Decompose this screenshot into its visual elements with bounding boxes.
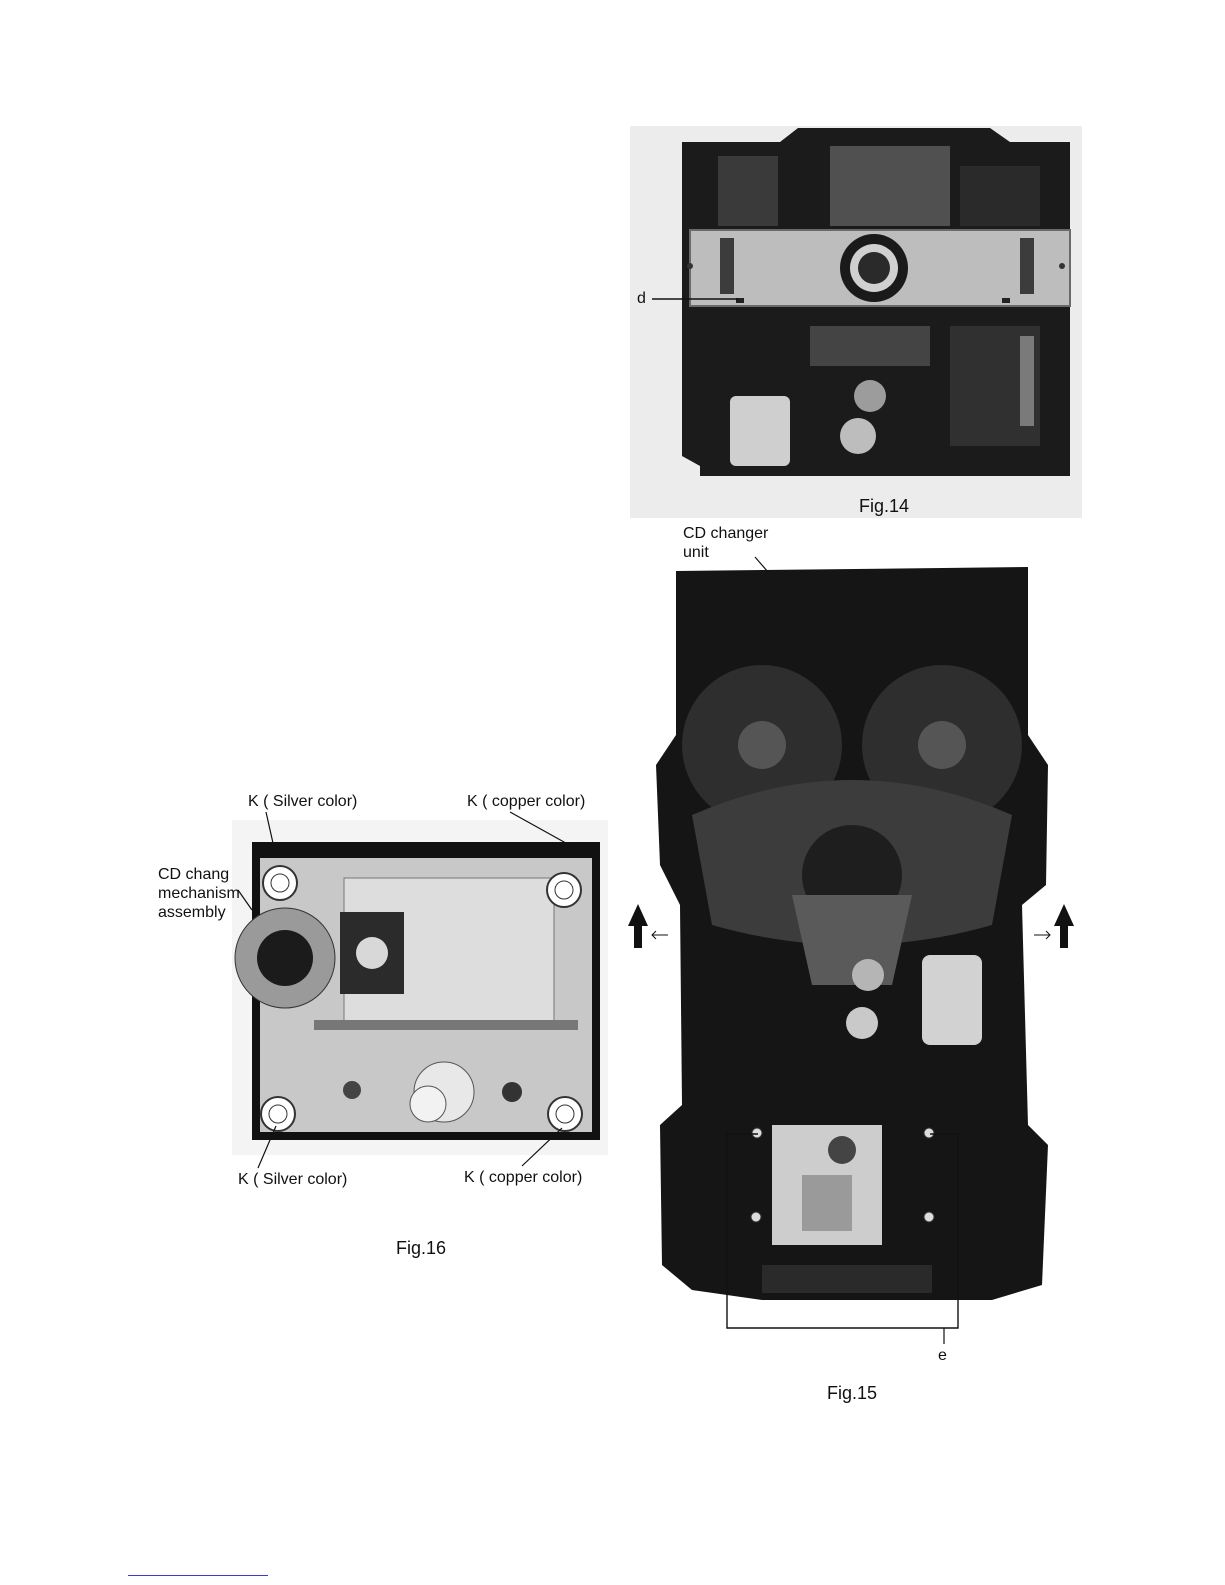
fig15-label-e: e bbox=[938, 1346, 947, 1365]
fig15-label-unit: CD changer unit bbox=[683, 524, 768, 562]
fig14-label-d: d bbox=[637, 289, 646, 308]
fig16-label-k-silver-bottom: K ( Silver color) bbox=[238, 1170, 347, 1189]
fig15-caption: Fig.15 bbox=[827, 1383, 877, 1404]
fig16-label-k-silver-top: K ( Silver color) bbox=[248, 792, 357, 811]
footer-rule bbox=[128, 1575, 268, 1576]
fig14-caption: Fig.14 bbox=[859, 496, 909, 517]
fig15-photo bbox=[652, 565, 1060, 1310]
fig16-label-k-copper-top: K ( copper color) bbox=[467, 792, 585, 811]
fig16-label-k-copper-bottom: K ( copper color) bbox=[464, 1168, 582, 1187]
fig14-photo bbox=[630, 126, 1082, 518]
fig16-photo bbox=[232, 820, 608, 1155]
fig16-caption: Fig.16 bbox=[396, 1238, 446, 1259]
fig16-label-assembly: CD chang mechanism assembly bbox=[158, 865, 240, 922]
